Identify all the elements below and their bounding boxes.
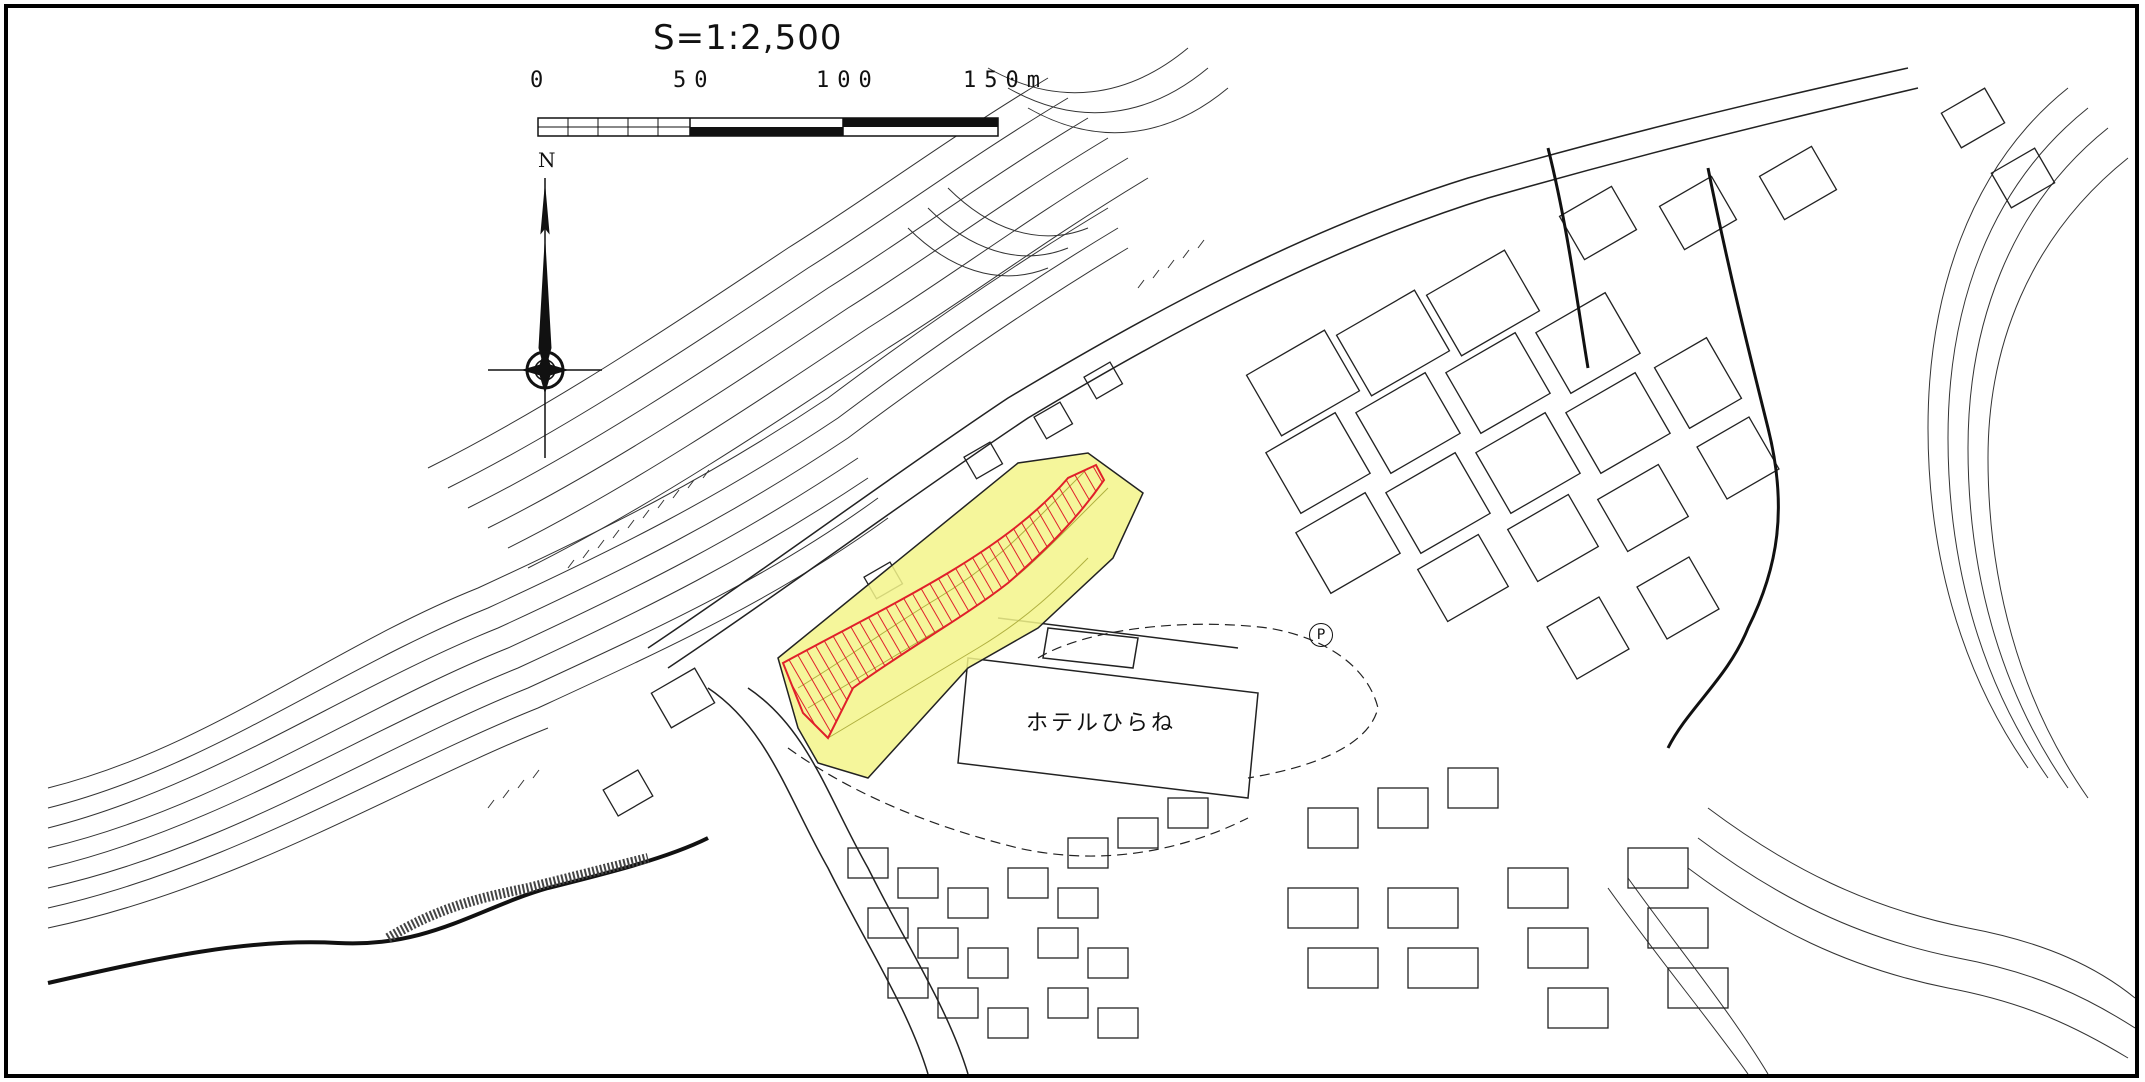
scale-title: S=1:2,500 — [653, 18, 843, 58]
hotel-grounds — [787, 623, 1379, 857]
building-blocks — [602, 87, 2056, 1039]
scale-tick-0: 0 — [530, 68, 552, 93]
east-stream — [1546, 147, 1780, 749]
hotel-label: ホテルひらね — [1026, 711, 1177, 736]
scale-tick-150: 150m — [963, 68, 1048, 93]
scale-tick-100: 100 — [816, 68, 880, 93]
river-line — [47, 836, 709, 985]
topographic-map — [47, 47, 2135, 1074]
parking-icon: P — [1309, 623, 1333, 647]
contour-lines-east — [1607, 87, 2135, 1074]
map-frame: S=1:2,500 0 50 100 150m N ホテルひらね P — [4, 4, 2139, 1078]
landslide-special-warning-zone — [781, 463, 1106, 740]
compass-icon — [488, 178, 602, 458]
main-road — [647, 67, 1919, 1074]
retaining-wall-marks — [487, 239, 1205, 809]
north-label: N — [538, 148, 556, 172]
scale-bar — [537, 117, 999, 137]
scale-tick-50: 50 — [673, 68, 716, 93]
contour-lines-west — [47, 47, 1229, 929]
